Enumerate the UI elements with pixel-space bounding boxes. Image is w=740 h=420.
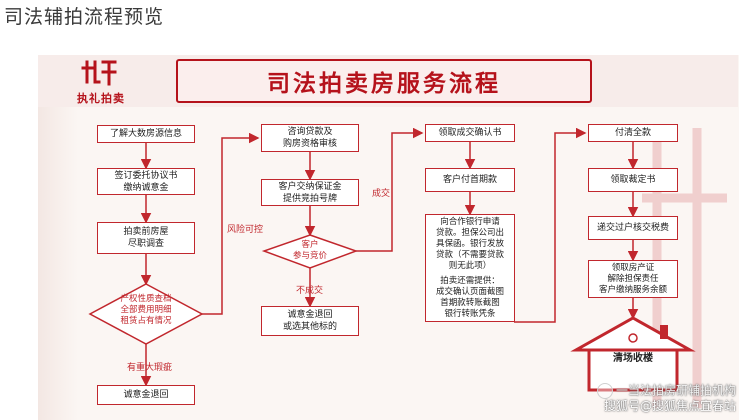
step-learn-listings-label: 了解大数房源信息 xyxy=(109,129,182,139)
step-deposit-refund: 诚意金退回 xyxy=(97,385,195,405)
logo-mark-icon xyxy=(81,60,117,86)
label-deal: 成交 xyxy=(372,189,391,199)
step-transfer-taxes: 递交过户核交税费 xyxy=(588,216,678,240)
label-major-flaw: 有重大瑕疵 xyxy=(127,363,173,373)
label-risk-ok: 风险可控 xyxy=(227,225,264,235)
step-loan-consult: 咨询贷款及购房资格审核 xyxy=(261,124,359,152)
step-pay-in-full: 付清全款 xyxy=(588,124,678,142)
house-label: 清场收楼 xyxy=(613,353,653,364)
step-receive-confirmation: 领取成交确认书 xyxy=(425,124,515,142)
step-pay-bond: 客户交纳保证金提供竞拍号牌 xyxy=(261,179,359,206)
step-receive-certificate: 领取房产证 解除担保责任 客户缴纳服务余额 xyxy=(588,260,678,298)
logo: 执礼拍卖 xyxy=(62,58,140,105)
page-title: 司法辅拍流程预览 xyxy=(4,6,165,28)
step-receive-ruling: 领取裁定书 xyxy=(588,168,678,192)
step-learn-listings: 了解大数房源信息 xyxy=(97,125,195,143)
step-due-diligence: 拍卖前房屋尽职调查 xyxy=(97,222,195,254)
step-sign-agreement: 签订委托协议书缴纳诚意金 xyxy=(97,168,195,195)
main-title: 司法拍卖房服务流程 xyxy=(176,59,592,103)
step-bank-loan: 向合作银行申请 贷款。担保公司出 具保函。银行发放 贷款（不需要贷款 则无此项）… xyxy=(425,214,515,322)
decision-diamond-col2 xyxy=(261,234,359,269)
watermark-line2: 搜狐号@搜狐焦点宜春站 xyxy=(603,399,736,413)
watermark-line1: 一当法拍房研辅拍机构 xyxy=(615,383,736,398)
step-refund-or-choose: 诚意金退回或选其他标的 xyxy=(261,306,359,336)
decision-bidding-text: 客户 参与竞价 xyxy=(292,240,327,261)
wechat-icon xyxy=(596,383,613,399)
decision-diamond-col1 xyxy=(88,283,204,345)
step-down-payment: 客户付首期款 xyxy=(425,168,515,192)
logo-caption: 执礼拍卖 xyxy=(77,92,125,105)
label-no-deal: 不成交 xyxy=(296,286,324,296)
left-stripe-decoration xyxy=(38,107,78,420)
decision-property-check-text: 产权性质查档 全部费用明细 租赁占有情况 xyxy=(120,294,172,326)
watermark: 一当法拍房研辅拍机构 搜狐号@搜狐焦点宜春站 xyxy=(596,383,736,414)
